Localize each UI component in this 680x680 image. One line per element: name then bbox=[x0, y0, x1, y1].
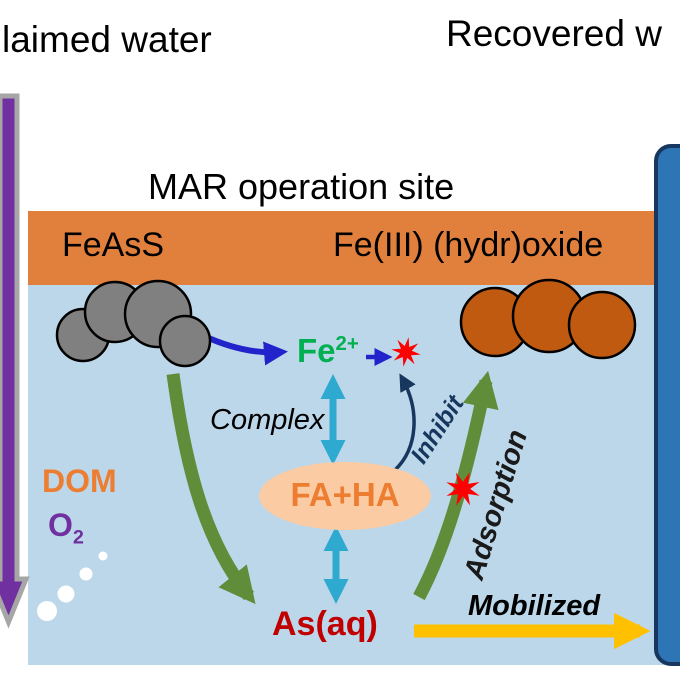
dom-label: DOM bbox=[42, 463, 117, 499]
feass-mineral-icon bbox=[55, 279, 212, 368]
o2-bubbles-icon bbox=[37, 551, 108, 621]
adsorption-arrow bbox=[413, 370, 499, 601]
feoxide-label: Fe(III) (hydr)oxide bbox=[333, 226, 604, 264]
fe2-label: Fe2+ bbox=[297, 332, 359, 369]
faha-ellipse bbox=[259, 462, 431, 530]
mobilized-label: Mobilized bbox=[468, 590, 601, 622]
complex-label: Complex bbox=[210, 404, 325, 436]
fe2-base: Fe bbox=[297, 332, 336, 369]
inhibit-reaction-star-icon bbox=[388, 334, 424, 370]
feoxide-mineral-icon bbox=[459, 278, 637, 360]
o2-base: O bbox=[48, 507, 73, 543]
oxidation-arrow bbox=[202, 333, 288, 366]
feass-label: FeAsS bbox=[62, 226, 165, 264]
faha-label: FA+HA bbox=[290, 475, 400, 513]
inhibit-arrow bbox=[393, 373, 416, 472]
reclaimed-water-label: laimed water bbox=[2, 19, 212, 60]
o2-label: O2 bbox=[48, 507, 84, 549]
fe2-superscript: 2+ bbox=[335, 332, 359, 355]
mar-sediment-band bbox=[28, 211, 680, 285]
injection-pipe-arrow bbox=[0, 93, 30, 629]
as-release-arrow bbox=[166, 373, 256, 605]
recovered-water-label: Recovered w bbox=[446, 13, 662, 54]
mar-site-title: MAR operation site bbox=[148, 166, 455, 207]
recovery-pipe bbox=[654, 144, 680, 666]
o2-subscript: 2 bbox=[72, 526, 84, 549]
asaq-label: As(aq) bbox=[272, 605, 378, 643]
